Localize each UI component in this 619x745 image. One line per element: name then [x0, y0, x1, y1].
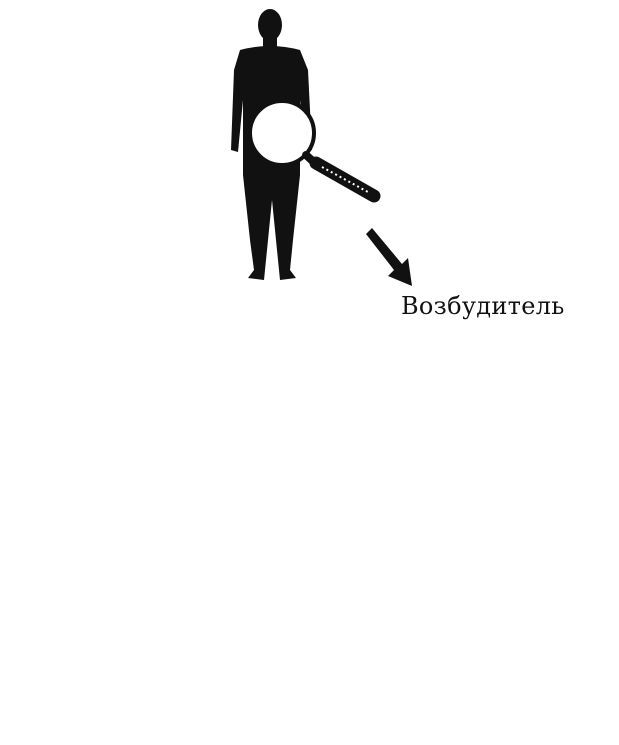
pathogen-label: Возбудитель [401, 292, 565, 320]
arrow-icon [366, 228, 412, 286]
